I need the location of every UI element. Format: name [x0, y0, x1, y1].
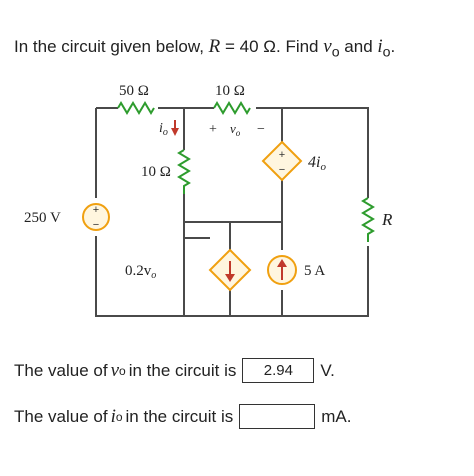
vsrc-plus: +: [93, 204, 99, 216]
label-4io-main: 4i: [308, 154, 320, 171]
question-vo-sub: o: [331, 44, 340, 61]
label-4io: 4io: [308, 154, 326, 173]
dep-vsrc-diamond: [261, 140, 303, 182]
label-vo-main: v: [230, 121, 236, 136]
question-text: In the circuit given below, R = 40 Ω. Fi…: [14, 36, 395, 60]
question-r-value: = 40 Ω. Find: [220, 37, 324, 56]
wire-top-right: [256, 107, 369, 198]
label-02vo-main: 0.2v: [125, 263, 152, 279]
label-vo-minus: −: [257, 122, 265, 137]
dep-vsrc-plus: +: [279, 149, 285, 161]
wire-left-lower-bottom: [95, 236, 369, 317]
label-io-main: i: [159, 121, 163, 136]
label-10-ohm-vertical: 10 Ω: [141, 164, 171, 180]
question-suffix: .: [390, 37, 396, 56]
question-r-symbol: R: [208, 36, 221, 57]
label-4io-sub: o: [320, 161, 326, 173]
current-source-5a: [267, 255, 297, 285]
dep-isrc-arrow-down-icon: [225, 274, 235, 282]
question-prefix: In the circuit given below,: [14, 37, 209, 56]
answer-io-middle: in the circuit is: [125, 406, 234, 426]
dep-vsrc-minus: −: [279, 164, 285, 176]
answer-io-sub: o: [115, 409, 123, 424]
answer-io-prefix: The value of: [14, 406, 108, 426]
label-250v: 250 V: [24, 210, 61, 226]
answer-vo-symbol: v: [110, 359, 119, 381]
label-vo-plus: +: [209, 122, 217, 137]
dependent-current-source: [208, 248, 252, 292]
answer-io-unit: mA.: [321, 406, 352, 426]
resistor-10-ohm-vertical: [177, 149, 191, 194]
answer-vo-sub: o: [119, 363, 126, 378]
label-02vo-sub: o: [151, 270, 156, 281]
label-50-ohm: 50 Ω: [119, 83, 149, 99]
label-vo-sub: o: [236, 128, 241, 138]
resistor-50-ohm: [117, 101, 155, 115]
question-io-symbol: i: [377, 36, 383, 57]
io-arrow-down-icon: [171, 128, 179, 136]
label-vo: vo: [230, 121, 241, 138]
isrc-arrow-up-icon: [277, 259, 287, 267]
question-io-sub: o: [382, 44, 391, 61]
io-answer-field[interactable]: [239, 404, 316, 429]
answer-vo-unit: V.: [320, 360, 335, 380]
label-10-ohm-top: 10 Ω: [215, 83, 245, 99]
label-io-sub: o: [163, 127, 168, 138]
resistor-10-ohm-top: [213, 101, 251, 115]
label-io: io: [159, 121, 168, 138]
label-r: R: [381, 210, 393, 229]
question-and: and: [339, 37, 378, 56]
label-02vo: 0.2vo: [125, 263, 156, 281]
answer-io-symbol: i: [110, 405, 116, 427]
vsrc-minus: −: [93, 219, 99, 231]
voltage-source-circle: [82, 203, 110, 231]
wires: [95, 107, 369, 317]
voltage-source-250v: + −: [82, 203, 110, 231]
answer-vo-prefix: The value of: [14, 360, 108, 380]
dependent-voltage-source: + −: [261, 140, 303, 182]
resistor-r: [361, 197, 375, 242]
label-5a: 5 A: [304, 263, 325, 279]
vo-answer-field[interactable]: 2.94: [242, 358, 315, 383]
question-vo-symbol: v: [323, 36, 332, 57]
answer-vo-middle: in the circuit is: [128, 360, 237, 380]
